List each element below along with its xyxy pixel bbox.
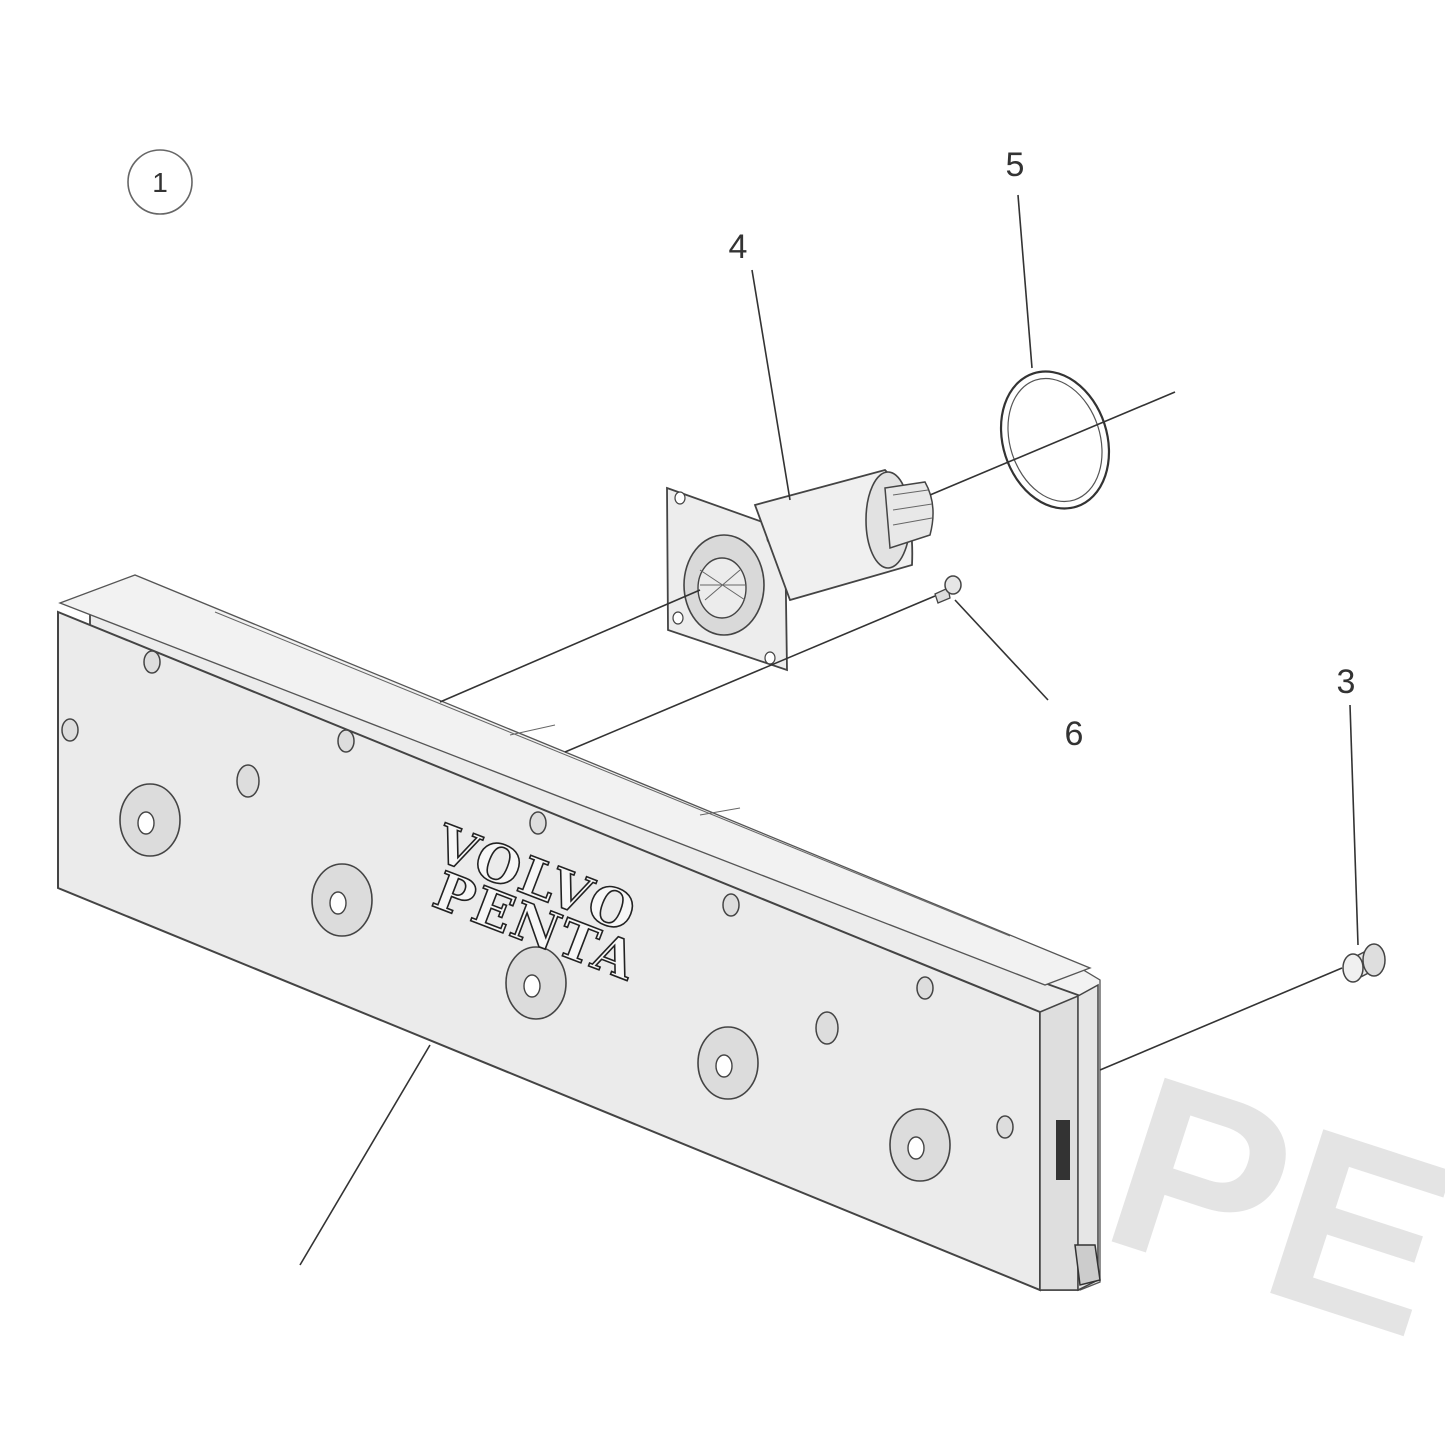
- screw: [934, 575, 962, 604]
- callout-3: 3: [1337, 663, 1356, 701]
- plug: [1342, 943, 1386, 983]
- boss-1: [119, 783, 181, 857]
- callout-5: 5: [1006, 146, 1025, 184]
- group-number: 1: [152, 167, 168, 198]
- panel-screw-holes: [61, 650, 1014, 1139]
- boss-5: [889, 1108, 951, 1182]
- gear-shaft-assembly: [666, 468, 934, 672]
- panel-mounting-bosses: [119, 783, 951, 1182]
- callout-labels: 4 5 6 3: [729, 146, 1356, 753]
- boss-3: [505, 946, 567, 1020]
- o-ring: [999, 370, 1111, 510]
- boss-4: [697, 1026, 759, 1100]
- boss-2: [311, 863, 373, 937]
- leader-lines: [299, 194, 1359, 1266]
- callout-6: 6: [1065, 715, 1084, 753]
- group-number-badge: 1: [127, 149, 193, 215]
- callout-4: 4: [729, 228, 748, 266]
